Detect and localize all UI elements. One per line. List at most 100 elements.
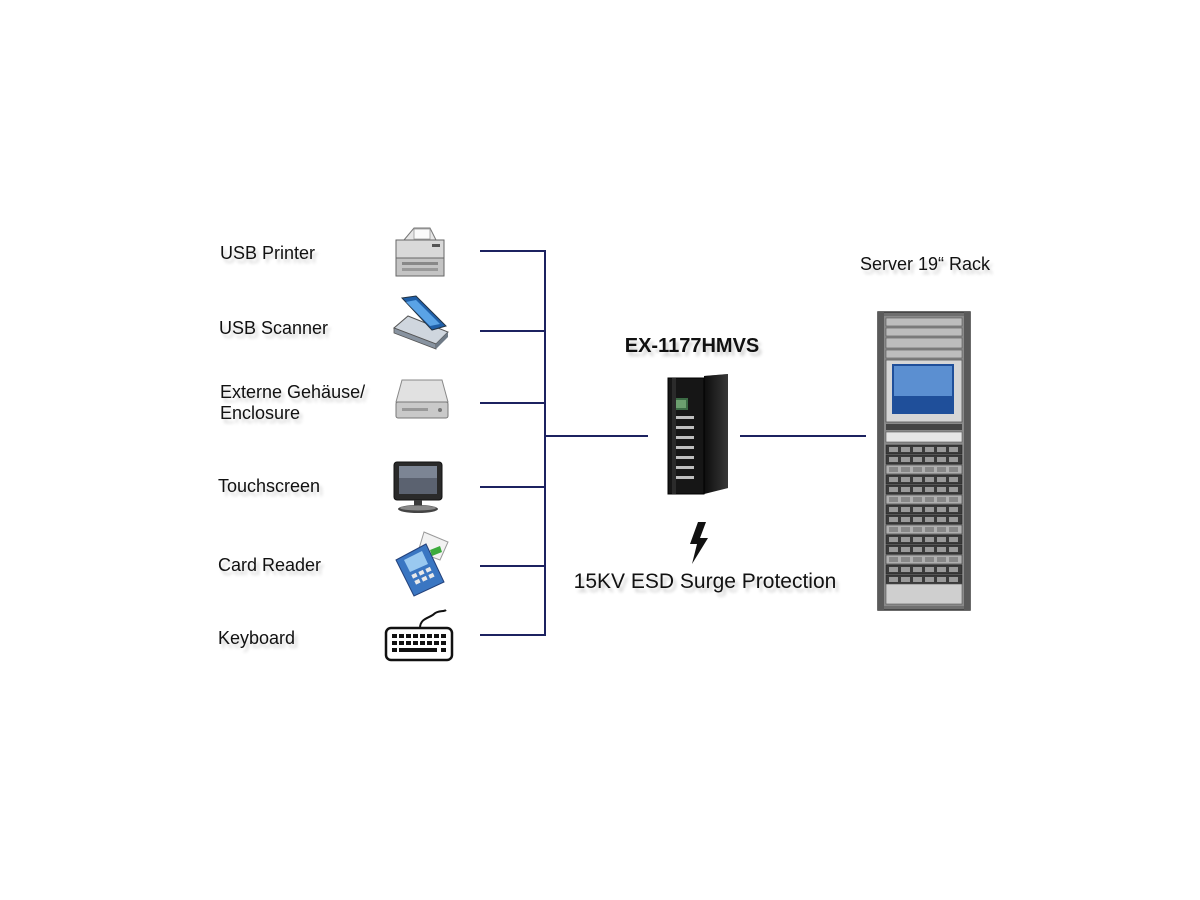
drive-bay [901,467,910,472]
connector-keyboard [480,634,546,636]
connector-scanner [480,330,546,332]
connector-printer [480,250,546,252]
drive-bay [901,537,910,542]
drive-bay [889,477,898,482]
drive-bay [913,457,922,462]
server-rack-icon [877,311,971,611]
drive-bay [925,567,934,572]
drive-bay [925,457,934,462]
drive-bay [889,447,898,452]
server-unit [885,534,963,545]
drive-bay [937,567,946,572]
drive-bay [889,557,898,562]
drive-bay [925,507,934,512]
connector-bus-to-hub [546,435,648,437]
drive-bay [889,457,898,462]
scanner-icon [393,295,449,350]
drive-bay [937,477,946,482]
drive-bay [937,527,946,532]
drive-bay [925,487,934,492]
drive-bay [949,557,958,562]
server-unit [885,524,963,535]
drive-bay [901,557,910,562]
lightning-bolt-icon [690,522,708,564]
server-rack-label: Server 19“ Rack [859,254,991,274]
drive-bay [937,457,946,462]
server-unit [885,494,963,505]
drive-bay [949,537,958,542]
drive-bay [925,467,934,472]
server-units [885,444,963,585]
drive-bay [889,537,898,542]
drive-bay [925,577,934,582]
drive-bay [901,447,910,452]
drive-bay [925,557,934,562]
drive-bay [913,507,922,512]
drive-bay [901,527,910,532]
drive-bay [913,487,922,492]
drive-bay [889,467,898,472]
drive-bay [913,447,922,452]
label-keyboard: Keyboard [218,628,296,648]
hard-drive-enclosure-icon [395,379,449,419]
drive-bay [937,517,946,522]
server-unit [885,454,963,465]
server-unit [885,554,963,565]
drive-bay [937,507,946,512]
server-unit [885,474,963,485]
connector-hub-to-server [740,435,866,437]
drive-bay [889,517,898,522]
drive-bay [901,457,910,462]
drive-bay [949,547,958,552]
drive-bay [889,547,898,552]
label-usb-scanner: USB Scanner [219,318,329,338]
server-unit [885,514,963,525]
drive-bay [913,477,922,482]
drive-bay [949,477,958,482]
drive-bay [949,517,958,522]
printer-icon [395,227,445,277]
drive-bay [913,567,922,572]
label-external-enclosure-line1: Externe Gehäuse/ [220,382,366,402]
drive-bay [901,497,910,502]
drive-bay [901,517,910,522]
drive-bay [925,517,934,522]
drive-bay [901,477,910,482]
drive-bay [949,577,958,582]
server-unit [885,544,963,555]
connector-card-reader [480,565,546,567]
drive-bay [889,507,898,512]
label-card-reader: Card Reader [218,555,322,575]
drive-bay [925,527,934,532]
drive-bay [901,507,910,512]
drive-bay [937,447,946,452]
label-touchscreen: Touchscreen [218,476,321,496]
keyboard-icon [384,609,454,662]
card-reader-icon [395,531,449,597]
drive-bay [913,557,922,562]
drive-bay [937,547,946,552]
drive-bay [937,577,946,582]
drive-bay [901,547,910,552]
connector-touchscreen [480,486,546,488]
drive-bay [949,457,958,462]
vertical-bus-line [544,250,546,636]
drive-bay [937,537,946,542]
drive-bay [913,497,922,502]
drive-bay [889,577,898,582]
drive-bay [949,527,958,532]
drive-bay [913,577,922,582]
server-unit [885,504,963,515]
drive-bay [937,557,946,562]
label-external-enclosure-line2: Enclosure [220,403,301,423]
drive-bay [949,447,958,452]
server-unit [885,484,963,495]
drive-bay [913,467,922,472]
drive-bay [925,447,934,452]
label-usb-printer: USB Printer [220,243,316,263]
drive-bay [949,467,958,472]
drive-bay [949,487,958,492]
drive-bay [937,487,946,492]
usb-hub-icon [667,374,728,495]
